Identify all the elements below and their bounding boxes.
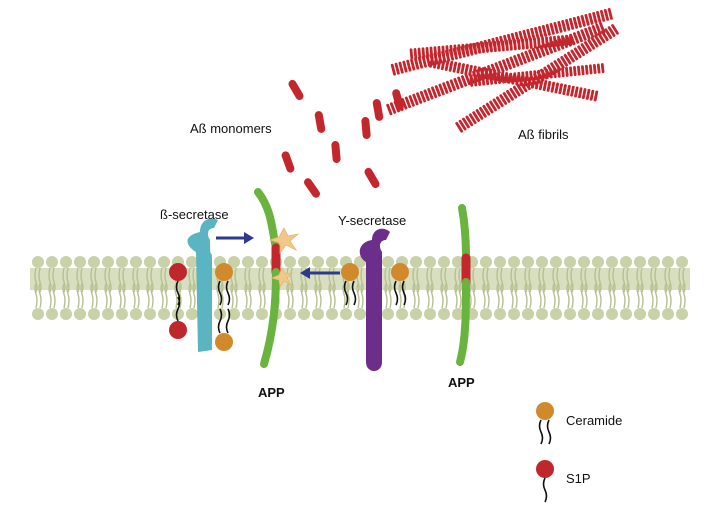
embedded-lipids [169,263,409,351]
app-label-right: APP [448,375,475,390]
app-protein-left [254,188,281,368]
star-burst-icon [270,267,294,289]
s1p-legend-icon [536,460,554,503]
abeta-monomers [281,79,404,198]
beta-secretase-label: ß-secretase [160,207,229,222]
app-protein-right [456,204,471,366]
beta-secretase-enzyme [187,218,218,352]
gamma-secretase-enzyme [359,228,390,371]
app-label-left: APP [258,385,285,400]
legend-s1p-label: S1P [566,471,591,486]
abeta-fibrils-label: Aß fibrils [518,127,569,142]
star-burst-icon [268,227,300,255]
abeta-fibrils [386,8,619,133]
arrow-right-icon [216,232,254,244]
ceramide-legend-icon [536,402,554,445]
arrow-left-icon [300,267,340,279]
abeta-monomers-label: Aß monomers [190,121,272,136]
legend-ceramide-label: Ceramide [566,413,623,428]
lipid-bilayer [30,256,690,320]
gamma-secretase-label: Y-secretase [338,213,407,228]
